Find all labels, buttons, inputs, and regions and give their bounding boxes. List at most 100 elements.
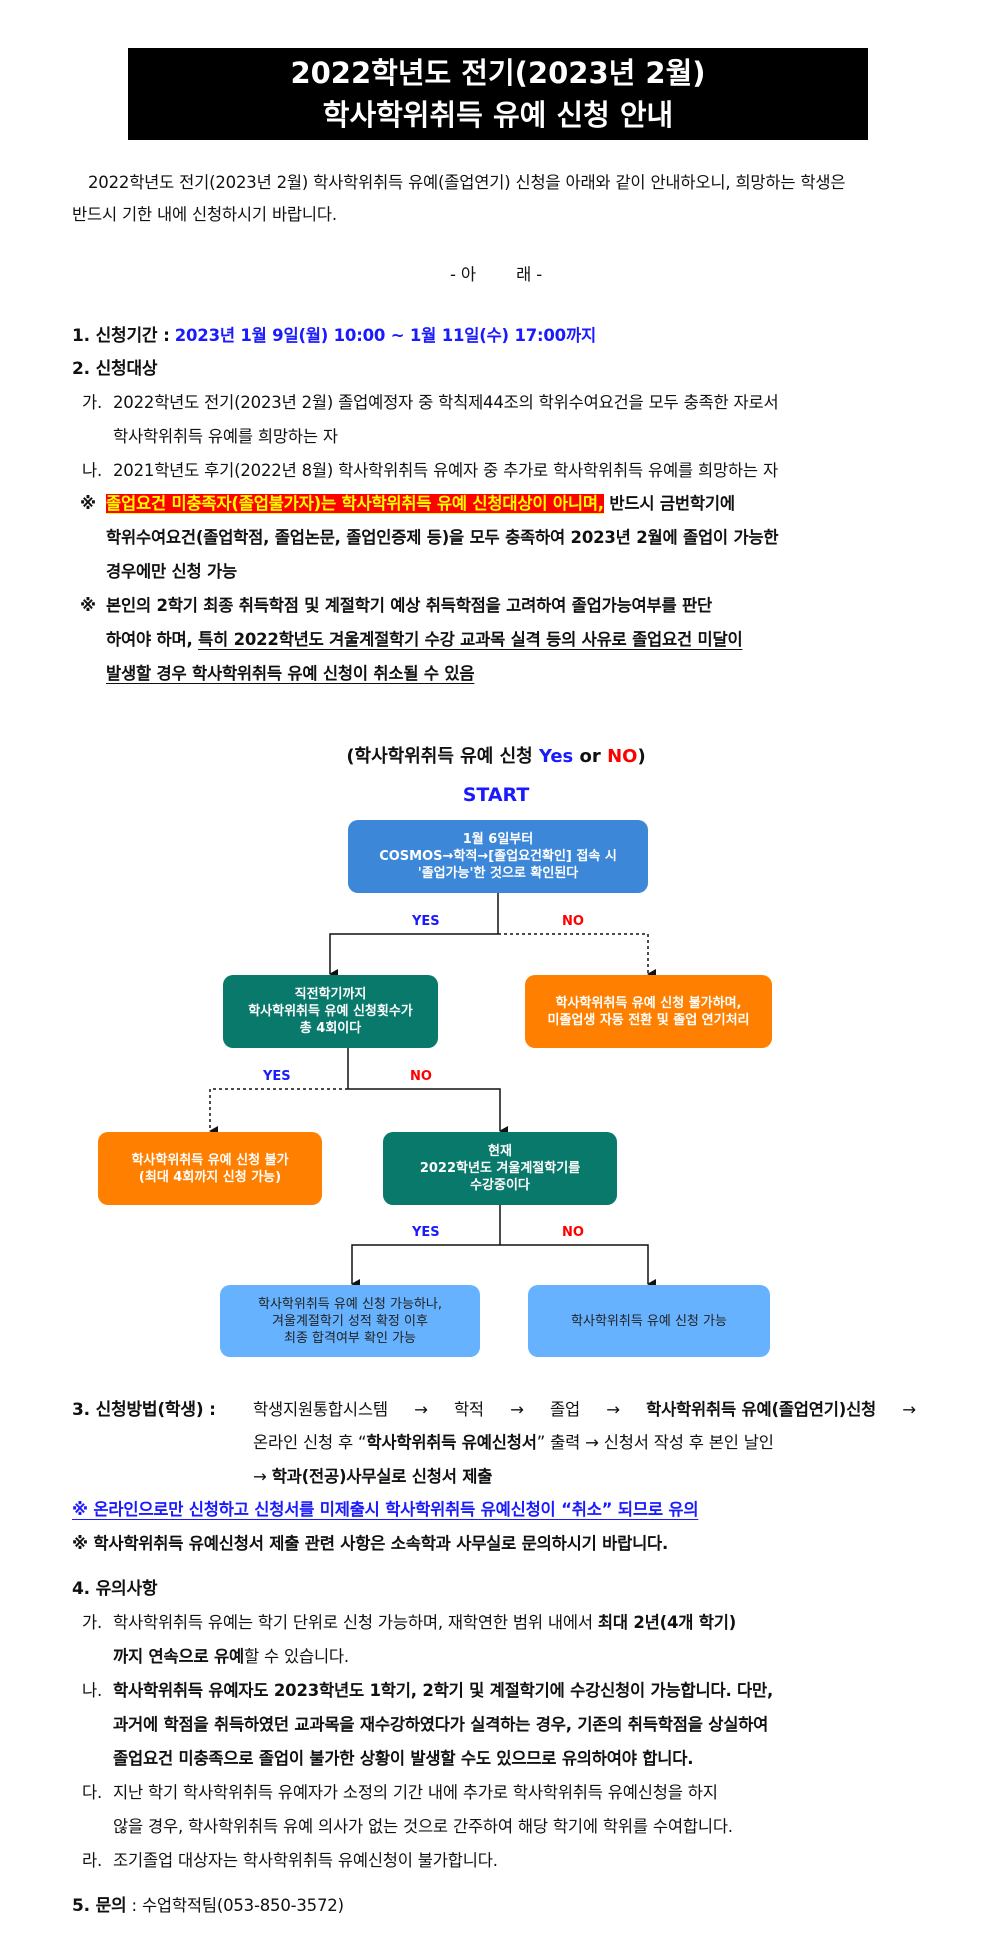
- node-result-1-line: 학사학위취득 유예 신청 가능하나,: [258, 1296, 442, 1312]
- note-1-line-3: 경우에만 신청 가능: [106, 562, 237, 581]
- node-reject-2-line: 학사학위취득 유예 신청 불가: [131, 1152, 289, 1168]
- section-5-heading: 5. 문의: [72, 1896, 127, 1916]
- note-2-marker: ※: [80, 596, 96, 615]
- connector-start-yes: [329, 933, 498, 979]
- method-line-3-bold: 학과(전공)사무실로 신청서 제출: [271, 1467, 493, 1486]
- node-decision-1-line: 직전학기까지: [294, 987, 367, 1002]
- edge-label-start-no: NO: [562, 914, 584, 929]
- caution-item-ga-line-1: 학사학위취득 유예는 학기 단위로 신청 가능하며, 재학연한 범위 내에서 최…: [113, 1613, 736, 1633]
- caution-item-na-marker: 나.: [82, 1681, 103, 1700]
- flowchart-title-or: or: [573, 746, 608, 767]
- method-step: 학적: [453, 1400, 484, 1419]
- flowchart-title-prefix: (학사학위취득 유예 신청: [346, 746, 539, 767]
- section-1-heading: 1. 신청기간 :: [72, 326, 170, 346]
- method-step: 학생지원통합시스템: [253, 1400, 388, 1419]
- flowchart-node-decision-2: 현재 2022학년도 겨울계절학기를 수강중이다: [383, 1132, 617, 1205]
- node-reject-2-line: (최대 4회까지 신청 가능): [138, 1169, 282, 1185]
- flowchart-node-result-1: 학사학위취득 유예 신청 가능하나, 겨울계절학기 성적 확정 이후 최종 합격…: [220, 1285, 480, 1357]
- arrow-icon: →: [253, 1467, 267, 1486]
- application-period: 2023년 1월 9일(월) 10:00 ~ 1월 11일(수) 17:00까지: [174, 326, 596, 345]
- target-item-na-line-1: 2021학년도 후기(2022년 8월) 학사학위취득 유예자 중 추가로 학사…: [113, 461, 778, 480]
- note-2-line-3: 발생할 경우 학사학위취득 유예 신청이 취소될 수 있음: [106, 664, 475, 683]
- flowchart-node-start: 1월 6일부터 COSMOS→학적→[졸업요건확인] 접속 시 '졸업가능'한 …: [348, 820, 648, 893]
- arrow-icon: →: [414, 1400, 428, 1419]
- contact-info: 수업학적팀(053-850-3572): [141, 1896, 344, 1915]
- method-line-2: 온라인 신청 후 “학사학위취득 유예신청서” 출력 → 신청서 작성 후 본인…: [253, 1433, 774, 1453]
- title-line-1: 2022학년도 전기(2023년 2월): [290, 56, 706, 90]
- node-reject-1-line: 학사학위취득 유예 신청 불가하며,: [555, 995, 742, 1011]
- intro-line-1: 2022학년도 전기(2023년 2월) 학사학위취득 유예(졸업연기) 신청을…: [88, 173, 846, 192]
- caution-item-da-line-1: 지난 학기 학사학위취득 유예자가 소정의 기간 내에 추가로 학사학위취득 유…: [113, 1783, 718, 1802]
- node-decision-2-line: 수강중이다: [470, 1178, 530, 1193]
- node-result-1-line: 겨울계절학기 성적 확정 이후: [272, 1313, 428, 1329]
- connector-d2-yes: [351, 1244, 500, 1289]
- node-result-2-line: 학사학위취득 유예 신청 가능: [571, 1313, 727, 1329]
- node-result-1-line: 최종 합격여부 확인 가능: [284, 1330, 416, 1346]
- caution-item-ra-marker: 라.: [82, 1851, 103, 1870]
- method-step-bold: 학사학위취득 유예(졸업연기)신청: [646, 1400, 877, 1419]
- caution-ga-bold-2: 까지 연속으로 유예: [113, 1647, 244, 1666]
- edge-label-start-yes: YES: [412, 914, 440, 929]
- method-line-1: 학생지원통합시스템 → 학적 → 졸업 → 학사학위취득 유예(졸업연기)신청 …: [253, 1400, 916, 1420]
- section-5: 5. 문의 : 수업학적팀(053-850-3572): [72, 1896, 344, 1916]
- caution-item-ga-marker: 가.: [82, 1613, 103, 1632]
- flowchart-node-reject-2: 학사학위취득 유예 신청 불가 (최대 4회까지 신청 가능): [98, 1132, 322, 1205]
- method-step: 졸업: [550, 1400, 580, 1419]
- caution-item-na-line-3: 졸업요건 미충족으로 졸업이 불가한 상황이 발생할 수도 있으므로 유의하여야…: [113, 1749, 694, 1768]
- flowchart-node-result-2: 학사학위취득 유예 신청 가능: [528, 1285, 770, 1357]
- flowchart-node-reject-1: 학사학위취득 유예 신청 불가하며, 미졸업생 자동 전환 및 졸업 연기처리: [525, 975, 772, 1048]
- method-line-2-form-name: 학사학위취득 유예신청서: [366, 1433, 537, 1452]
- submission-inquiry-note: ※ 학사학위취득 유예신청서 제출 관련 사항은 소속학과 사무실로 문의하시기…: [72, 1534, 669, 1553]
- caution-ga-bold: 최대 2년(4개 학기): [597, 1613, 737, 1632]
- edge-label-d1-yes: YES: [263, 1069, 291, 1084]
- note-2-line-1: 본인의 2학기 최종 취득학점 및 계절학기 예상 취득학점을 고려하여 졸업가…: [106, 596, 713, 615]
- flowchart-title-yes: Yes: [538, 746, 574, 767]
- caution-item-na-line-1: 학사학위취득 유예자도 2023학년도 1학기, 2학기 및 계절학기에 수강신…: [113, 1681, 774, 1700]
- method-line-2-c: ” 출력 → 신청서 작성 후 본인 날인: [536, 1433, 774, 1452]
- note-2-line-2: 하여야 하며, 특히 2022학년도 겨울계절학기 수강 교과목 실격 등의 사…: [106, 630, 743, 650]
- connector-d2-no: [500, 1244, 656, 1289]
- node-decision-2-line: 2022학년도 겨울계절학기를: [419, 1161, 581, 1176]
- arrow-icon: →: [510, 1400, 524, 1419]
- flowchart-title: (학사학위취득 유예 신청 Yes or NO): [0, 742, 992, 768]
- target-item-ga-line-2: 학사학위취득 유예를 희망하는 자: [113, 427, 338, 446]
- target-item-ga-line-1: 2022학년도 전기(2023년 2월) 졸업예정자 중 학칙제44조의 학위수…: [113, 393, 779, 412]
- arrow-icon: →: [902, 1400, 916, 1419]
- node-start-line: '졸업가능'한 것으로 확인된다: [417, 866, 579, 881]
- note-1-line-1-rest: 반드시 금번학기에: [609, 494, 735, 513]
- section-1: 1. 신청기간 : 2023년 1월 9일(월) 10:00 ~ 1월 11일(…: [72, 326, 596, 346]
- flowchart-start-label: START: [462, 784, 530, 806]
- node-decision-2-line: 현재: [488, 1144, 512, 1159]
- note-2-line-2-underlined: 특히 2022학년도 겨울계절학기 수강 교과목 실격 등의 사유로 졸업요건 …: [198, 630, 743, 649]
- note-1-highlight: 졸업요건 미충족자(졸업불가자)는 학사학위취득 유예 신청대상이 아니며,: [106, 494, 604, 513]
- caution-item-ra-line-1: 조기졸업 대상자는 학사학위취득 유예신청이 불가합니다.: [113, 1851, 498, 1870]
- caution-item-da-marker: 다.: [82, 1783, 103, 1802]
- flowchart-title-no: NO: [607, 746, 638, 767]
- section-2-heading: 2. 신청대상: [72, 359, 158, 379]
- method-line-3: → 학과(전공)사무실로 신청서 제출: [253, 1467, 492, 1487]
- online-only-warning: ※ 온라인으로만 신청하고 신청서를 미제출시 학사학위취득 유예신청이 “취소…: [72, 1500, 699, 1519]
- section-4-heading: 4. 유의사항: [72, 1579, 158, 1599]
- title-line-2: 학사학위취득 유예 신청 안내: [322, 98, 674, 132]
- section-3-heading: 3. 신청방법(학생) :: [72, 1400, 216, 1420]
- edge-label-d2-no: NO: [562, 1225, 584, 1240]
- connector-start-no: [498, 933, 656, 979]
- node-decision-1-line: 학사학위취득 유예 신청횟수가: [248, 1004, 413, 1019]
- edge-label-d2-yes: YES: [412, 1225, 440, 1240]
- arrow-icon: →: [606, 1400, 620, 1419]
- caution-item-na-line-2: 과거에 학점을 취득하였던 교과목을 재수강하였다가 실격하는 경우, 기존의 …: [113, 1715, 769, 1734]
- note-1-marker: ※: [80, 494, 96, 513]
- node-reject-1-line: 미졸업생 자동 전환 및 졸업 연기처리: [547, 1012, 750, 1028]
- edge-label-d1-no: NO: [410, 1069, 432, 1084]
- note-1-line-1: 졸업요건 미충족자(졸업불가자)는 학사학위취득 유예 신청대상이 아니며, 반…: [106, 494, 735, 514]
- caution-item-ga-line-2: 까지 연속으로 유예할 수 있습니다.: [113, 1647, 349, 1667]
- flowchart-node-decision-1: 직전학기까지 학사학위취득 유예 신청횟수가 총 4회이다: [223, 975, 438, 1048]
- note-2-line-2-plain: 하여야 하며,: [106, 630, 193, 649]
- intro-line-2: 반드시 기한 내에 신청하시기 바랍니다.: [72, 205, 337, 224]
- node-decision-1-line: 총 4회이다: [299, 1021, 362, 1036]
- note-1-line-2: 학위수여요건(졸업학점, 졸업논문, 졸업인증제 등)을 모두 충족하여 202…: [106, 528, 779, 547]
- caution-ga-plain-2: 할 수 있습니다.: [243, 1647, 349, 1666]
- caution-ga-plain: 학사학위취득 유예는 학기 단위로 신청 가능하며, 재학연한 범위 내에서: [113, 1613, 593, 1632]
- caution-item-da-line-2: 않을 경우, 학사학위취득 유예 의사가 없는 것으로 간주하여 해당 학기에 …: [113, 1817, 733, 1836]
